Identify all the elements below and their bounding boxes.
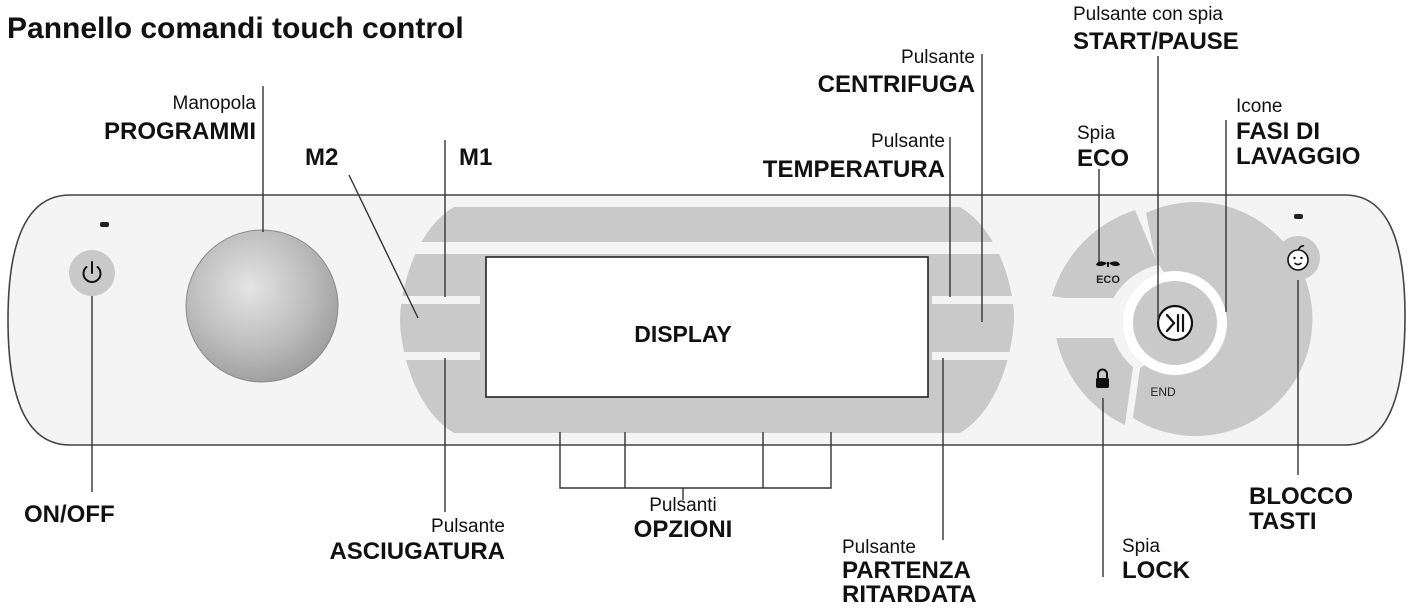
label-blocco-bold-1: BLOCCO	[1249, 483, 1353, 510]
label-onoff: ON/OFF	[24, 501, 115, 528]
label-programmi-bold: PROGRAMMI	[104, 118, 256, 145]
label-fasi-bold-1: FASI DI	[1236, 118, 1320, 145]
label-programmi-small: Manopola	[173, 93, 257, 114]
label-partenza-bold-2: RITARDATA	[842, 581, 977, 604]
label-partenza-bold-1: PARTENZA	[842, 557, 971, 584]
cluster-gap	[1054, 298, 1114, 338]
label-temperatura-bold: TEMPERATURA	[763, 156, 945, 183]
child-face-icon	[1287, 245, 1309, 271]
label-opzioni-small: Pulsanti	[649, 495, 717, 516]
label-eco-small: Spia	[1077, 123, 1115, 144]
label-fasi-small: Icone	[1236, 96, 1282, 117]
leader-lines	[91, 54, 1299, 577]
label-asciugatura-small: Pulsante	[431, 516, 505, 537]
label-lock-small: Spia	[1122, 536, 1160, 557]
label-partenza-small: Pulsante	[842, 537, 916, 558]
label-centrifuga-small: Pulsante	[901, 47, 975, 68]
stripe-right-1	[932, 296, 1022, 304]
label-start-pause-small: Pulsante con spia	[1073, 4, 1223, 25]
label-centrifuga-bold: CENTRIFUGA	[818, 71, 975, 98]
label-start-pause-bold: START/PAUSE	[1073, 28, 1239, 55]
leaf-icon	[1096, 261, 1120, 267]
display-window	[485, 256, 929, 398]
stripe-right-2	[932, 352, 1022, 360]
program-knob[interactable]	[185, 229, 339, 383]
eco-glyph: ECO	[1096, 274, 1120, 286]
child-lock-led	[1294, 214, 1303, 219]
label-fasi-bold-2: LAVAGGIO	[1236, 143, 1360, 170]
label-m2: M2	[305, 144, 338, 171]
stripe-left-2	[400, 352, 480, 360]
lock-segment	[1056, 337, 1133, 425]
display-label: DISPLAY	[634, 321, 732, 347]
label-m1: M1	[459, 144, 492, 171]
power-led	[100, 222, 109, 227]
label-blocco-bold-2: TASTI	[1249, 508, 1317, 535]
eco-segment[interactable]	[1052, 210, 1158, 305]
stripe-left-1	[400, 296, 480, 304]
power-icon	[82, 261, 102, 283]
label-temperatura-small: Pulsante	[871, 131, 945, 152]
label-asciugatura-bold: ASCIUGATURA	[329, 538, 505, 565]
diagram-title: Pannello comandi touch control	[7, 12, 464, 45]
label-opzioni-bold: OPZIONI	[634, 516, 733, 543]
end-glyph: END	[1150, 385, 1176, 399]
stripe-top	[400, 242, 1020, 254]
label-lock-bold: LOCK	[1122, 557, 1191, 584]
label-eco-bold: ECO	[1077, 145, 1129, 172]
lock-icon	[1096, 368, 1109, 388]
